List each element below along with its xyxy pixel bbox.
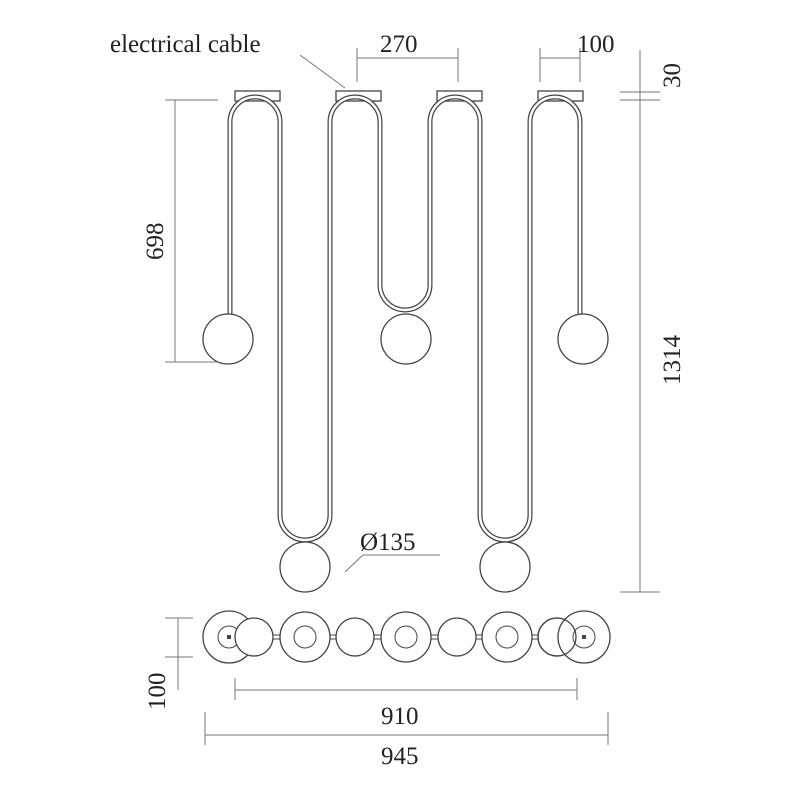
dimension-30: 30 [620, 50, 686, 102]
cable-leader-line [299, 54, 346, 89]
total-width-label: 945 [381, 743, 419, 770]
total-height-label: 1314 [659, 335, 686, 386]
dimension-945: 945 [204, 712, 609, 770]
dimension-100-canopy: 100 [539, 31, 615, 82]
spacing-label: 270 [380, 31, 418, 58]
globe [279, 541, 331, 593]
bent-tube-frame [227, 94, 583, 543]
dimension-1314: 1314 [620, 100, 686, 593]
dimension-270: 270 [356, 31, 459, 82]
depth-label: 100 [144, 673, 171, 711]
electrical-cable-label: electrical cable [110, 31, 261, 58]
canopy-width-label: 100 [577, 31, 615, 58]
globe [557, 313, 609, 365]
inner-width-label: 910 [381, 703, 419, 730]
glass-globes [202, 313, 609, 593]
globe-diameter-label: Ø135 [360, 529, 416, 556]
dimension-698: 698 [142, 99, 218, 363]
dimension-depth-100: 100 [144, 617, 193, 711]
dimension-globe-diameter: Ø135 [344, 529, 440, 573]
canopy-height-label: 30 [659, 63, 686, 88]
globe [202, 313, 254, 365]
globe [380, 313, 432, 365]
dimension-910: 910 [234, 678, 578, 730]
ceiling-canopies [234, 90, 584, 102]
globe [479, 541, 531, 593]
plan-view [202, 610, 611, 664]
short-drop-label: 698 [142, 223, 169, 261]
